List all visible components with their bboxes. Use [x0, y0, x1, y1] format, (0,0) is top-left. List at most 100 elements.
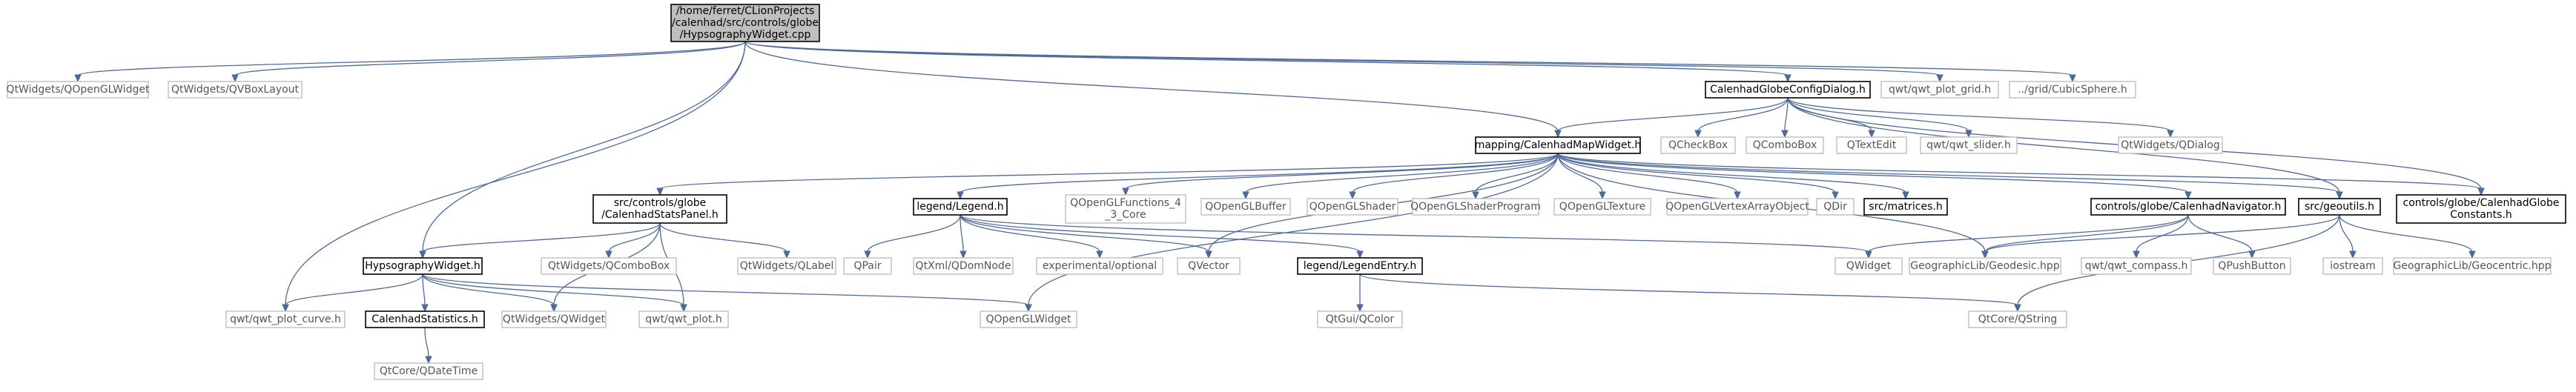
edge-hypsowidget-hdr-to-qopenglwidget [422, 273, 1032, 313]
edge-line [744, 41, 1789, 76]
node-label: CalenhadGlobeConfigDialog.h [1710, 84, 1866, 96]
edge-configdialog-h-to-qcheckbox [1694, 97, 1789, 139]
node-qcolor: QtGui/QColor [1317, 310, 1403, 328]
node-legendentry-h[interactable]: legend/LegendEntry.h [1297, 257, 1423, 275]
node-label: QCheckBox [1668, 139, 1728, 151]
node-label: QtCore/QDateTime [380, 365, 478, 377]
edge-arrowhead [2336, 191, 2343, 200]
node-legend-h[interactable]: legend/Legend.h [913, 198, 1008, 216]
edge-arrowhead [1694, 130, 1702, 139]
node-box [737, 257, 836, 275]
edge-arrowhead [783, 250, 790, 259]
node-matrices-h[interactable]: src/matrices.h [1863, 198, 1948, 216]
edge-line [659, 222, 787, 253]
node-mapwidget-h[interactable]: mapping/CalenhadMapWidget.h [1475, 136, 1642, 154]
node-qopenglwidget: QOpenGLWidget [980, 310, 1077, 328]
edge-statistics-h-to-qdatetime [424, 327, 432, 365]
edge-arrowhead [1981, 250, 1989, 259]
node-box [2081, 257, 2192, 275]
edge-root-to-hypsowidget-hdr [419, 41, 746, 259]
edge-configdialog-h-to-qdialog [1787, 97, 2174, 139]
node-box [670, 4, 820, 42]
node-box [2393, 257, 2552, 275]
edge-arrowhead [2468, 250, 2476, 259]
edge-line [960, 153, 1559, 193]
node-box [980, 310, 1077, 328]
edge-arrowhead [1554, 130, 1562, 139]
node-navigator-h[interactable]: controls/globe/CalenhadNavigator.h [2090, 198, 2286, 216]
edge-line [424, 327, 429, 358]
edge-arrowhead [1242, 191, 1249, 200]
edge-mapwidget-h-to-qdir [1557, 153, 1839, 200]
node-configdialog-h[interactable]: CalenhadGlobeConfigDialog.h [1705, 81, 1871, 99]
node-statistics-h[interactable]: CalenhadStatistics.h [365, 310, 485, 328]
edge-hypsowidget-hdr-to-qwt-plot [422, 273, 687, 313]
node-label: experimental/optional [1043, 260, 1157, 272]
node-box [913, 198, 1008, 216]
edge-geoutils-h-to-iostream [2339, 214, 2357, 259]
edge-legend-h-to-legendentry-h [960, 214, 1364, 259]
node-box [365, 310, 485, 328]
edge-arrowhead [2477, 187, 2485, 196]
edge-line [1352, 153, 1559, 193]
edge-line [1359, 273, 2018, 306]
node-hypsowidget-hdr[interactable]: HypsographyWidget.h [363, 257, 483, 275]
edge-arrowhead [2248, 250, 2256, 259]
node-label: QtWidgets/QWidget [503, 313, 606, 325]
node-statspanel-h[interactable]: src/controls/globe/CalenhadStatsPanel.h [592, 194, 727, 224]
edge-arrowhead [1734, 191, 1741, 200]
edge-line [960, 214, 964, 253]
node-box [501, 310, 607, 328]
node-qwt-plot-grid: qwt/qwt_plot_grid.h [1880, 81, 1999, 99]
edge-statspanel-h-to-qtw-qlabel [659, 222, 790, 259]
edge-line [422, 273, 684, 306]
node-box [1660, 136, 1736, 154]
node-qdir: QDir [1816, 198, 1855, 216]
edge-root-to-configdialog-h [744, 41, 1791, 83]
edge-mapwidget-h-to-geoutils-h [1557, 153, 2343, 200]
node-geoutils-h[interactable]: src/geoutils.h [2298, 198, 2381, 216]
edge-line [1557, 153, 1738, 193]
edge-arrowhead [1902, 191, 1909, 200]
edge-arrowhead [425, 356, 432, 365]
node-box [1297, 257, 1423, 275]
node-label: qwt/qwt_plot.h [645, 313, 722, 325]
edge-root-to-mapwidget-h [744, 41, 1562, 139]
edge-arrowhead [74, 74, 82, 83]
edge-line [2339, 214, 2473, 253]
edge-arrowhead [957, 191, 964, 200]
edge-hypsowidget-hdr-to-statistics-h [421, 273, 429, 313]
node-label: QOpenGLBuffer [1205, 201, 1287, 213]
node-qoglvao: QOpenGLVertexArrayObject [1665, 198, 1809, 216]
edge-line [744, 41, 2073, 76]
node-label: src/controls/globe [614, 197, 707, 209]
edge-statspanel-h-to-hypsowidget-hdr [419, 222, 661, 259]
edge-line [1125, 153, 1559, 190]
node-label: QTextEdit [1847, 139, 1897, 151]
edge-arrowhead [282, 304, 289, 313]
node-box [592, 194, 727, 224]
node-box [1475, 136, 1641, 154]
node-iostream: iostream [2322, 257, 2383, 275]
edge-line [422, 41, 746, 253]
edge-line [867, 214, 961, 253]
edge-configdialog-h-to-qcombobox [1781, 97, 1789, 139]
edge-line [1557, 153, 1836, 193]
node-root[interactable]: /home/ferret/CLionProjects/calenhad/src/… [670, 4, 820, 42]
edge-arrowhead [2184, 191, 2192, 200]
edge-geoutils-h-to-geocentric [2339, 214, 2476, 259]
node-label: QtXml/QDomNode [916, 260, 1011, 272]
edge-line [960, 214, 1869, 253]
node-qoglshader: QOpenGLShader [1307, 198, 1398, 216]
nodes-layer: /home/ferret/CLionProjects/calenhad/src/… [7, 4, 2566, 380]
node-label: iostream [2330, 260, 2376, 272]
node-qtw-qlabel: QtWidgets/QLabel [737, 257, 836, 275]
edge-arrowhead [419, 250, 426, 259]
node-label: ../grid/CubicSphere.h [2018, 84, 2127, 96]
node-label: QtWidgets/QComboBox [548, 260, 670, 272]
edge-arrowhead [1936, 74, 1943, 83]
edge-arrowhead [1784, 74, 1791, 83]
edge-line [1557, 153, 2340, 193]
node-box [2213, 257, 2291, 275]
